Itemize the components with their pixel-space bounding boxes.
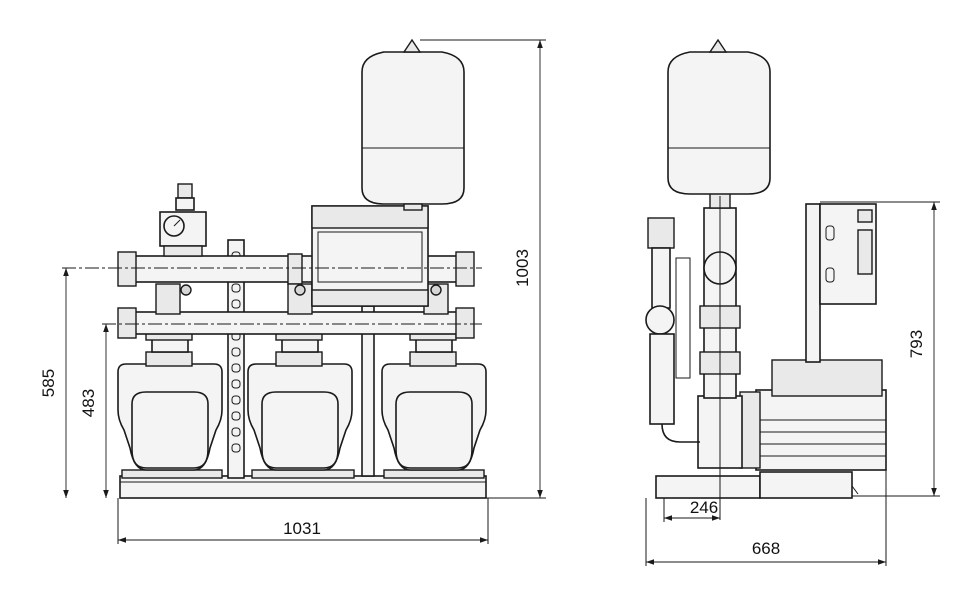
dim-label-483: 483 xyxy=(79,389,98,417)
base-frame xyxy=(119,469,487,499)
pump-middle xyxy=(247,327,353,471)
side-view: 246 668 793 xyxy=(645,38,940,566)
lower-manifold xyxy=(117,307,475,339)
dim-label-585: 585 xyxy=(39,369,58,397)
pressure-switch xyxy=(159,183,207,257)
dimension-1031: 1031 xyxy=(117,498,489,544)
dimension-668: 668 xyxy=(645,470,887,566)
dimension-1003: 1003 xyxy=(420,39,546,499)
dim-label-1003: 1003 xyxy=(513,249,532,287)
dim-label-1031: 1031 xyxy=(283,519,321,538)
dim-label-246: 246 xyxy=(690,498,718,517)
side-valve-assembly xyxy=(645,217,700,443)
side-control-cabinet xyxy=(805,203,877,363)
dim-label-793: 793 xyxy=(907,330,926,358)
dimension-483: 483 xyxy=(79,324,109,498)
pump-left xyxy=(117,327,223,471)
dimension-246: 246 xyxy=(663,196,721,522)
dimension-793: 793 xyxy=(820,201,940,497)
dim-label-668: 668 xyxy=(752,539,780,558)
pipe-centerlines xyxy=(62,267,482,325)
support-post xyxy=(227,239,375,479)
control-box xyxy=(311,205,429,307)
front-view: 585 483 1031 1003 xyxy=(39,38,546,544)
valves xyxy=(155,283,449,315)
expansion-tank xyxy=(361,38,465,211)
dimension-585: 585 xyxy=(39,268,69,498)
side-expansion-tank xyxy=(667,38,771,195)
pump-right xyxy=(381,327,487,471)
side-base xyxy=(655,471,859,499)
